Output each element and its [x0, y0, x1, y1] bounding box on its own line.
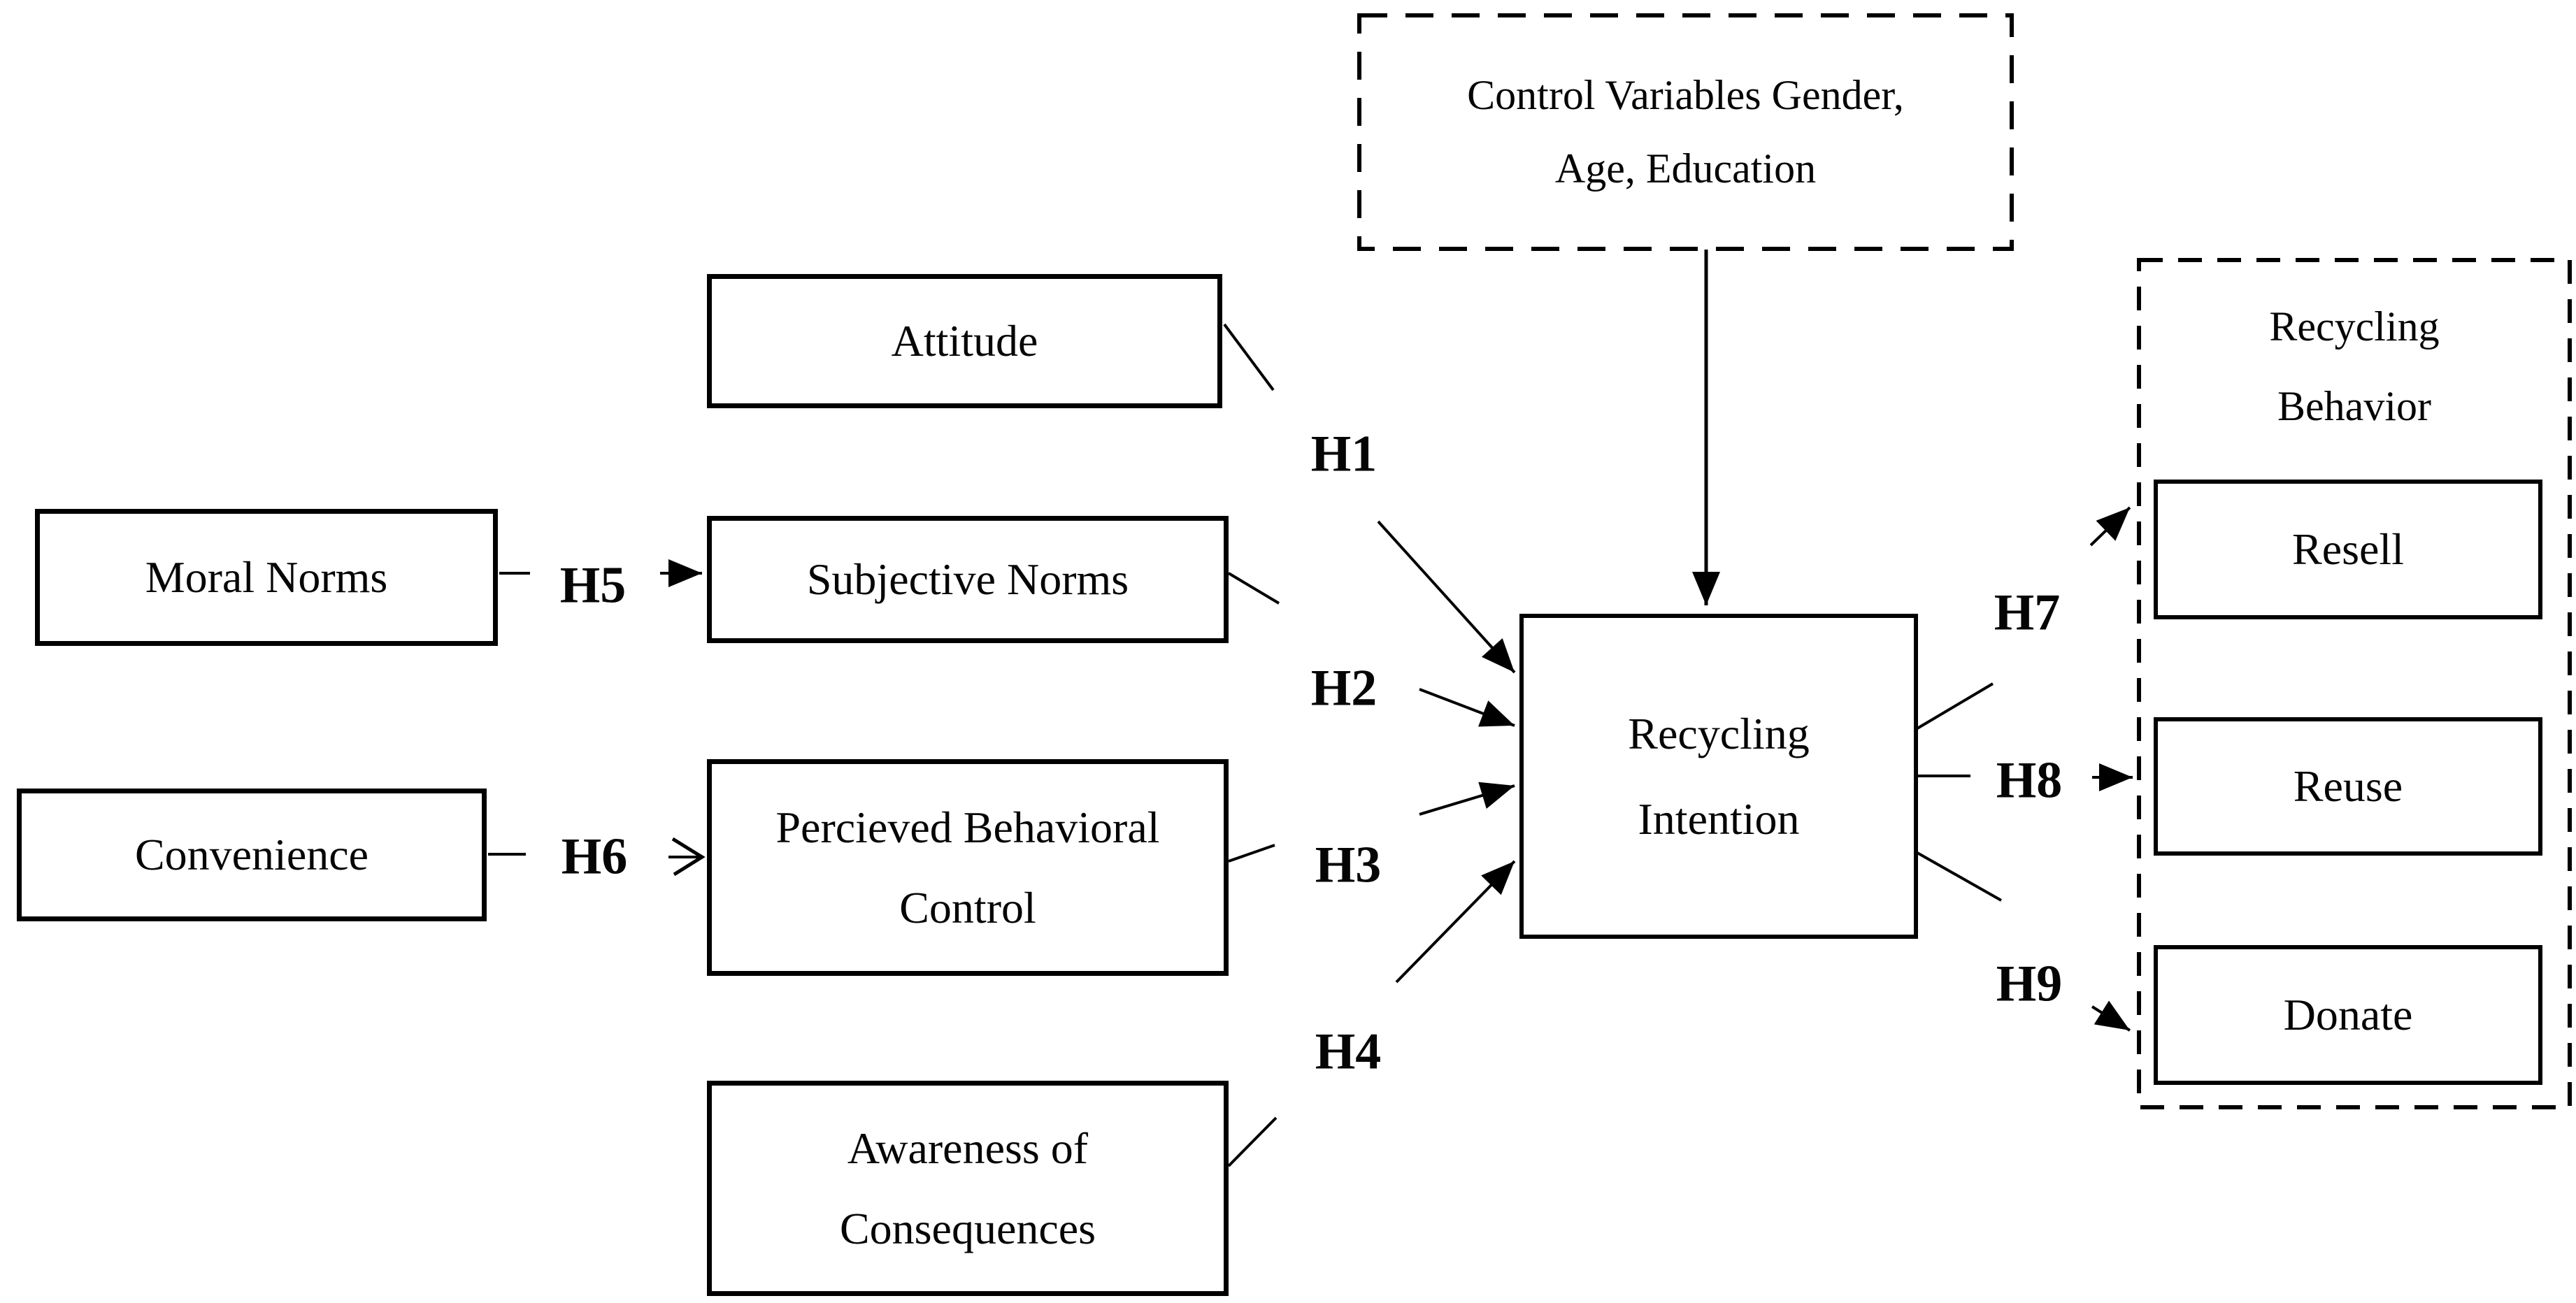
donate-label: Donate [2283, 990, 2413, 1040]
hypothesis-label-h1: H1 [1310, 425, 1378, 483]
hypothesis-label-h5: H5 [559, 556, 627, 614]
awareness-of-consequences-box: Awareness of Consequences [707, 1081, 1229, 1296]
subjective-norms-label: Subjective Norms [806, 554, 1129, 605]
reuse-label: Reuse [2293, 761, 2403, 812]
subjective-norms-stub-line [1227, 572, 1280, 605]
control-variables-box: Control Variables Gender, Age, Education [1359, 15, 2012, 249]
control-variables-line1: Control Variables Gender, [1467, 72, 1904, 118]
hypothesis-label-h6: H6 [561, 828, 628, 886]
moral-norms-box: Moral Norms [35, 509, 498, 646]
subjective-norms-box: Subjective Norms [707, 516, 1229, 643]
recycling-intention-line1: Recycling [1628, 708, 1810, 758]
recycling-intention-line2: Intention [1638, 793, 1800, 844]
control-variables-line2: Age, Education [1554, 145, 1817, 192]
perceived-behavioral-control-box: Percieved Behavioral Control [707, 759, 1229, 976]
awareness-stub-line [1227, 1116, 1278, 1167]
pbc-line2: Control [899, 883, 1036, 933]
awareness-line1: Awareness of [847, 1123, 1089, 1173]
hypothesis-label-h9: H9 [1996, 955, 2063, 1013]
intention-to-h9-stub-line [1917, 851, 2002, 902]
control-variables-dashed-box [1357, 13, 2014, 251]
h1-arrow [1377, 520, 1516, 674]
recycling-behavior-dashed-box [2137, 258, 2572, 1109]
convenience-label: Convenience [134, 830, 369, 880]
h6-open-arrowhead [671, 837, 706, 877]
attitude-box: Attitude [707, 274, 1222, 408]
recycling-behavior-title-line1: Recycling [2269, 303, 2440, 350]
h3-arrow [1419, 782, 1515, 816]
pbc-line1: Percieved Behavioral [775, 802, 1160, 852]
awareness-line2: Consequences [839, 1204, 1096, 1253]
intention-to-h7-stub-line [1916, 682, 1994, 730]
attitude-label: Attitude [891, 316, 1038, 366]
donate-box: Donate [2154, 945, 2542, 1085]
resell-label: Resell [2292, 524, 2404, 575]
moral-norms-label: Moral Norms [145, 552, 388, 603]
convenience-box: Convenience [17, 789, 487, 921]
resell-box: Resell [2154, 480, 2542, 619]
pbc-stub-line [1228, 844, 1275, 863]
hypothesis-label-h8: H8 [1996, 751, 2063, 809]
hypothesis-label-h7: H7 [1994, 584, 2061, 642]
h2-arrow [1419, 688, 1515, 727]
h4-arrow [1395, 860, 1516, 984]
reuse-box: Reuse [2154, 717, 2542, 856]
h9-arrow [2091, 1000, 2131, 1032]
hypothesis-label-h4: H4 [1315, 1023, 1382, 1081]
attitude-stub-line [1223, 323, 1275, 391]
hypothesis-label-h2: H2 [1310, 659, 1378, 717]
hypothesis-label-h3: H3 [1315, 836, 1382, 894]
recycling-intention-box: Recycling Intention [1519, 614, 1918, 939]
recycling-behavior-title-line2: Behavior [2277, 383, 2431, 429]
recycling-behavior-title: Recycling Behavior [2139, 260, 2570, 446]
h7-arrow [2089, 506, 2131, 547]
